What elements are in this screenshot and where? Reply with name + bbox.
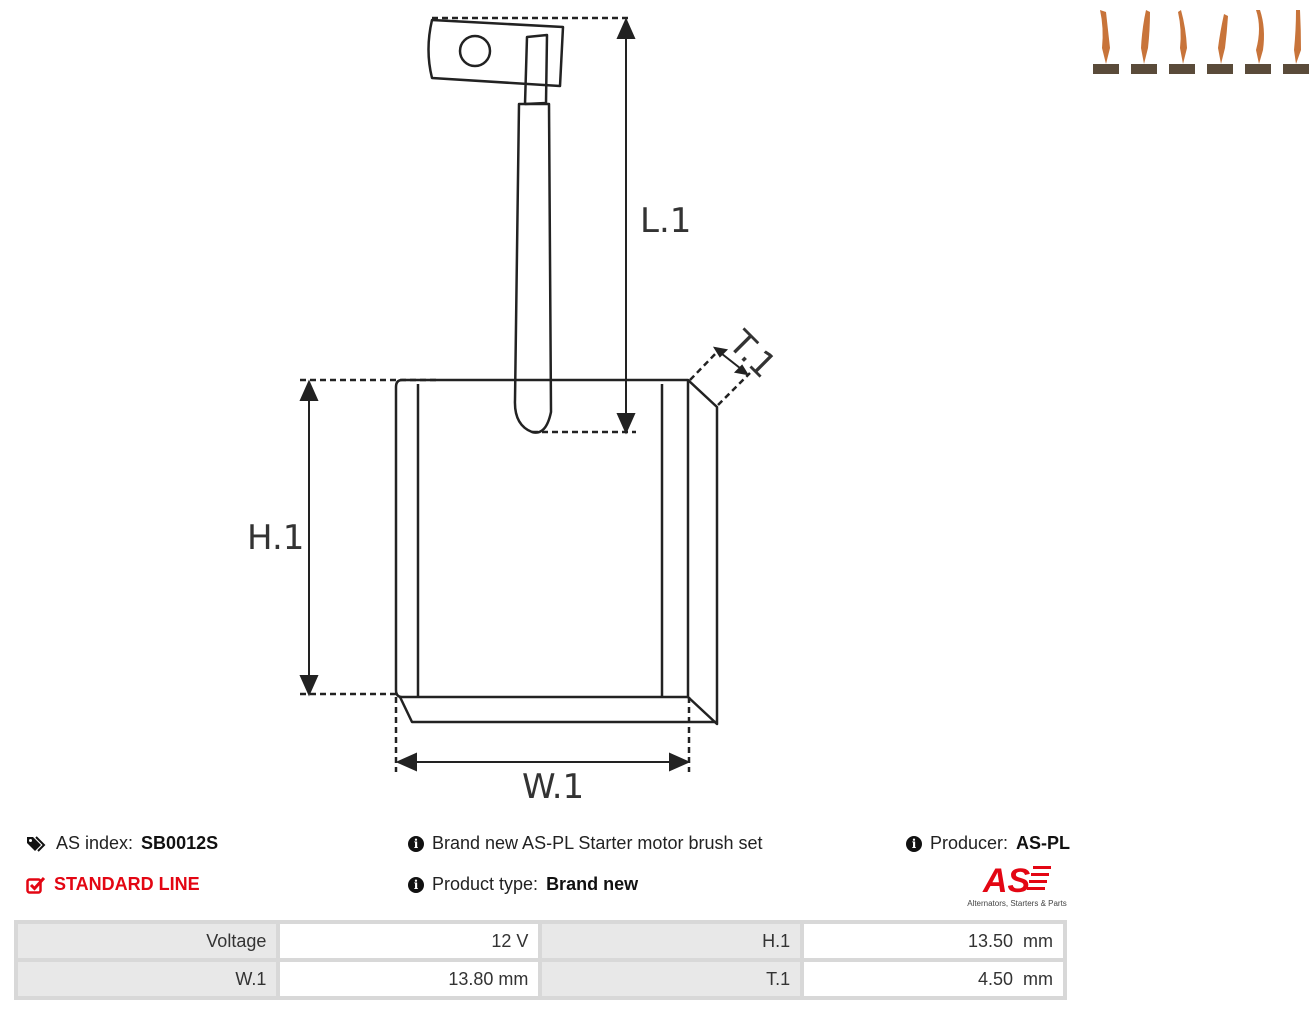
- lug-tab: [523, 33, 549, 106]
- product-thumbnail[interactable]: [1128, 8, 1160, 74]
- as-index-label: AS index:: [56, 833, 134, 853]
- info-icon: i: [408, 876, 424, 893]
- product-thumbnail[interactable]: [1204, 8, 1236, 74]
- info-icon: i: [408, 835, 424, 852]
- check-square-icon: [26, 876, 46, 894]
- producer: i Producer: AS-PL: [906, 833, 1070, 854]
- as-pl-logo: AS Alternators, Starters & Parts: [966, 862, 1068, 908]
- table-row: Voltage 12 V H.1 13.50 mm: [16, 922, 1065, 960]
- as-index: AS index: SB0012S: [26, 833, 218, 854]
- spec-label: T.1: [540, 960, 803, 998]
- as-logo-mark: AS: [982, 862, 1051, 900]
- brush-dimension-diagram: L.1 H.1 W.1 T.1: [247, 16, 784, 807]
- table-row: W.1 13.80 mm T.1 4.50 mm: [16, 960, 1065, 998]
- spec-value: 13.80 mm: [278, 960, 541, 998]
- spec-value: 12 V: [278, 922, 541, 960]
- product-thumbnail[interactable]: [1166, 8, 1198, 74]
- brush-front-face: [394, 378, 690, 699]
- spec-label: H.1: [540, 922, 803, 960]
- description-text: Brand new AS-PL Starter motor brush set: [432, 833, 763, 853]
- as-index-value: SB0012S: [141, 833, 219, 853]
- label-l1: L.1: [640, 201, 691, 241]
- brush-wire: [513, 102, 553, 434]
- description: i Brand new AS-PL Starter motor brush se…: [408, 833, 763, 854]
- brush-side-face: [687, 379, 719, 726]
- standard-line-label: STANDARD LINE: [54, 874, 200, 894]
- label-w1: W.1: [522, 767, 584, 807]
- svg-text:AS: AS: [982, 862, 1031, 896]
- info-icon: i: [906, 835, 922, 852]
- spec-label: W.1: [16, 960, 279, 998]
- terminal-lug: [427, 18, 565, 88]
- producer-value: AS-PL: [1016, 833, 1071, 853]
- spec-value: 13.50 mm: [802, 922, 1065, 960]
- producer-label: Producer:: [930, 833, 1009, 853]
- standard-line: STANDARD LINE: [26, 874, 200, 895]
- brush-bottom-face: [398, 696, 717, 724]
- label-h1: H.1: [247, 518, 304, 558]
- spec-value: 4.50 mm: [802, 960, 1065, 998]
- label-t1: T.1: [720, 322, 784, 386]
- specs-table: Voltage 12 V H.1 13.50 mm W.1 13.80 mm T…: [14, 920, 1067, 1000]
- logo-subtitle: Alternators, Starters & Parts: [967, 899, 1067, 908]
- product-thumbnail[interactable]: [1280, 8, 1312, 74]
- product-thumbnail[interactable]: [1242, 8, 1274, 74]
- product-type-label: Product type:: [432, 874, 539, 894]
- spec-label: Voltage: [16, 922, 279, 960]
- product-type-value: Brand new: [546, 874, 639, 894]
- tags-icon: [27, 835, 46, 852]
- terminal-hole: [458, 34, 492, 68]
- product-thumbnails[interactable]: [1090, 8, 1312, 74]
- product-type: i Product type: Brand new: [408, 874, 638, 895]
- product-thumbnail[interactable]: [1090, 8, 1122, 74]
